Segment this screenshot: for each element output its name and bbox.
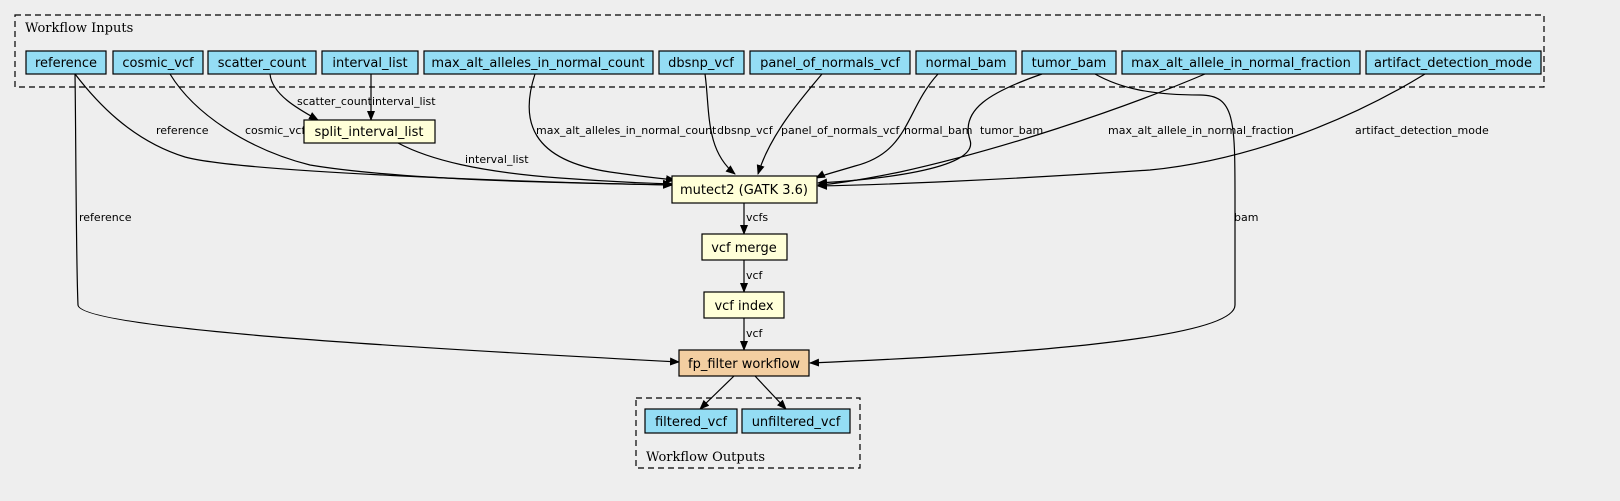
edge-label-cosmic-vcf: cosmic_vcf <box>245 124 306 137</box>
edge-label-artifact-mode: artifact_detection_mode <box>1355 124 1489 137</box>
output-node-unfiltered-vcf[interactable]: unfiltered_vcf <box>741 408 851 434</box>
edge-label-vcf-index: vcf <box>746 327 764 340</box>
edge-label-tumor-bam: tumor_bam <box>980 124 1043 137</box>
edge-maxalt-count-mutect <box>528 73 676 184</box>
input-node-cosmic-vcf[interactable]: cosmic_vcf <box>112 50 204 75</box>
output-node-filtered-vcf[interactable]: filtered_vcf <box>644 408 738 434</box>
input-label-interval-list: interval_list <box>332 56 407 71</box>
input-label-max-alt-alleles-count: max_alt_alleles_in_normal_count <box>431 56 644 71</box>
workflow-outputs-cluster: Workflow Outputs <box>635 397 861 469</box>
step-label-fp-filter-workflow: fp_filter workflow <box>688 357 800 372</box>
edge-tumor-mutect <box>817 73 1043 187</box>
edge-label-dbsnp-vcf: dbsnp_vcf <box>717 124 774 137</box>
step-label-mutect2: mutect2 (GATK 3.6) <box>680 183 808 198</box>
workflow-inputs-cluster: Workflow Inputs <box>14 14 1545 88</box>
input-label-reference: reference <box>35 56 97 71</box>
input-label-panel-of-normals-vcf: panel_of_normals_vcf <box>760 56 900 71</box>
input-label-artifact-detection-mode: artifact_detection_mode <box>1374 56 1532 71</box>
workflow-outputs-label: Workflow Outputs <box>646 450 765 465</box>
input-label-tumor-bam: tumor_bam <box>1032 56 1107 71</box>
edge-label-bam: bam <box>1234 211 1258 224</box>
input-label-max-alt-fraction: max_alt_allele_in_normal_fraction <box>1131 56 1351 71</box>
edge-label-split-interval-list: interval_list <box>465 153 529 166</box>
input-node-interval-list[interactable]: interval_list <box>321 50 419 75</box>
edge-label-max-alt-alleles-count: max_alt_alleles_in_normal_count <box>536 124 717 137</box>
output-label-filtered-vcf: filtered_vcf <box>655 415 728 430</box>
edge-cosmic-mutect <box>169 73 673 189</box>
step-node-vcf-index[interactable]: vcf index <box>703 291 785 319</box>
edge-label-vcf-merge: vcf <box>746 269 764 282</box>
edge-label-panel-of-normals: panel_of_normals_vcf <box>781 124 900 137</box>
edge-scatter-split <box>269 73 319 121</box>
edge-tumor-filter <box>809 73 1236 367</box>
workflow-inputs-label: Workflow Inputs <box>25 21 133 36</box>
input-node-dbsnp-vcf[interactable]: dbsnp_vcf <box>658 50 745 75</box>
step-label-vcf-index: vcf index <box>714 299 773 314</box>
input-label-scatter-count: scatter_count <box>218 56 307 71</box>
input-label-cosmic-vcf: cosmic_vcf <box>122 56 194 71</box>
step-label-vcf-merge: vcf merge <box>711 241 777 256</box>
input-node-max-alt-alleles-count[interactable]: max_alt_alleles_in_normal_count <box>423 50 654 75</box>
edge-maxalt-fraction-mutect <box>817 73 1206 189</box>
input-node-panel-of-normals-vcf[interactable]: panel_of_normals_vcf <box>749 50 911 75</box>
input-node-tumor-bam[interactable]: tumor_bam <box>1021 50 1117 75</box>
edge-label-vcfs: vcfs <box>746 211 768 224</box>
edge-filter-unfiltered <box>754 375 787 410</box>
step-node-fp-filter-workflow[interactable]: fp_filter workflow <box>678 349 810 377</box>
input-node-artifact-detection-mode[interactable]: artifact_detection_mode <box>1365 50 1542 75</box>
step-node-mutect2[interactable]: mutect2 (GATK 3.6) <box>671 175 818 204</box>
edge-label-reference: reference <box>156 124 209 137</box>
edge-normal-mutect <box>815 73 939 179</box>
input-node-max-alt-fraction[interactable]: max_alt_allele_in_normal_fraction <box>1121 50 1361 75</box>
step-label-split-interval-list: split_interval_list <box>314 125 423 140</box>
input-node-reference[interactable]: reference <box>25 50 107 75</box>
input-label-normal-bam: normal_bam <box>926 56 1007 71</box>
step-node-vcf-merge[interactable]: vcf merge <box>701 233 788 261</box>
edge-label-normal-bam: normal_bam <box>904 124 972 137</box>
input-label-dbsnp-vcf: dbsnp_vcf <box>668 56 734 71</box>
edge-pon-mutect <box>756 73 823 175</box>
edge-label-reference-filter: reference <box>79 211 132 224</box>
edge-artifact-mutect <box>817 73 1426 190</box>
edge-filter-filtered <box>699 375 735 410</box>
edge-label-scatter-count: scatter_count <box>297 95 373 108</box>
output-label-unfiltered-vcf: unfiltered_vcf <box>752 415 841 430</box>
edge-dbsnp-mutect <box>704 73 736 175</box>
edge-reference-filter <box>74 73 680 366</box>
input-node-normal-bam[interactable]: normal_bam <box>915 50 1017 75</box>
step-node-split-interval-list[interactable]: split_interval_list <box>303 119 436 144</box>
edge-label-max-alt-fraction: max_alt_allele_in_normal_fraction <box>1108 124 1294 137</box>
edge-label-interval-list: interval_list <box>372 95 436 108</box>
input-node-scatter-count[interactable]: scatter_count <box>207 50 317 75</box>
edge-split-mutect <box>397 142 673 188</box>
